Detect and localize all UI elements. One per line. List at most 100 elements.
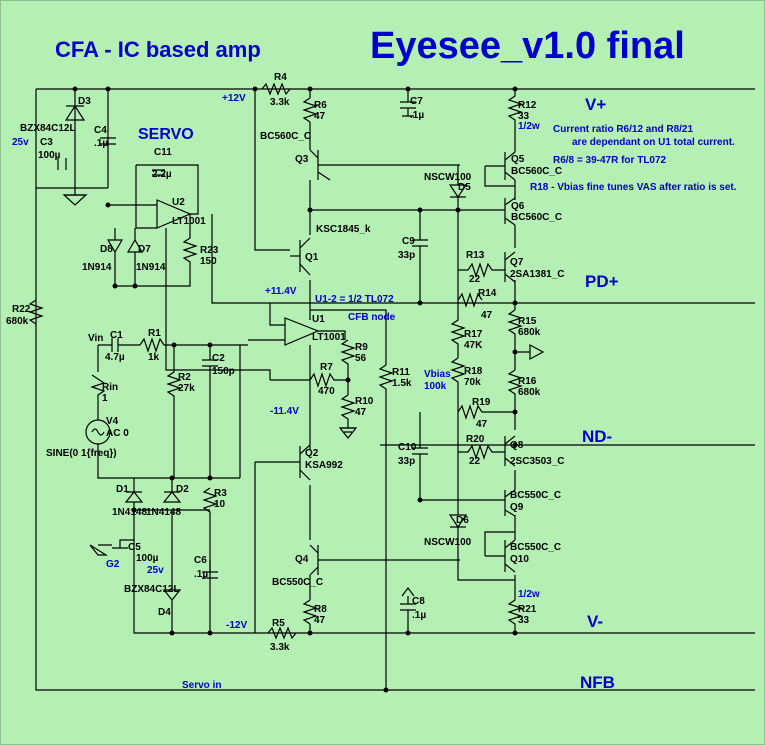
capacitor-c8 bbox=[400, 587, 416, 633]
zener-supply-top bbox=[57, 89, 116, 206]
val-c6: .1µ bbox=[194, 569, 208, 580]
ref-r13: R13 bbox=[466, 250, 485, 261]
val-q2: KSA992 bbox=[305, 460, 343, 471]
val-q5: BC560C_C bbox=[511, 166, 562, 177]
ref-d3: D3 bbox=[78, 96, 91, 107]
resistor-r5 bbox=[267, 626, 297, 640]
val-rin: 1 bbox=[102, 393, 108, 404]
ref-r15: R15 bbox=[518, 316, 537, 327]
ref-q10: Q10 bbox=[510, 554, 529, 565]
ref-d7: D7 bbox=[138, 244, 151, 255]
ref-d8: D8 bbox=[100, 244, 113, 255]
val-c1: 4.7µ bbox=[105, 352, 125, 363]
transistor-q8 bbox=[504, 435, 516, 467]
capacitor-c9 bbox=[412, 210, 428, 303]
ref-q8: Q8 bbox=[510, 440, 524, 451]
transistor-q9 bbox=[420, 489, 516, 517]
label-vin: Vin bbox=[88, 333, 103, 344]
ref-c1: C1 bbox=[110, 330, 123, 341]
ref-r16: R16 bbox=[518, 376, 537, 387]
ref-c11: C11 bbox=[154, 147, 172, 158]
ref-v4: V4 bbox=[106, 416, 119, 427]
port-pdplus: PD+ bbox=[585, 272, 619, 291]
val-q3: BC560C_C bbox=[260, 131, 311, 142]
val-r2: 27k bbox=[178, 383, 195, 394]
transistor-q5 bbox=[484, 151, 516, 187]
note-r21-watt: 1/2w bbox=[518, 589, 540, 600]
ref-d6: D6 bbox=[456, 515, 469, 526]
ref-c8: C8 bbox=[412, 596, 425, 607]
ref-r8: R8 bbox=[314, 604, 327, 615]
transistor-q4 bbox=[309, 544, 460, 576]
ref-r11: R11 bbox=[392, 367, 410, 378]
ref-c2: C2 bbox=[212, 353, 225, 364]
label-plus11v4: +11.4V bbox=[265, 286, 297, 297]
val-c8: .1µ bbox=[412, 610, 426, 621]
ref-r14: R14 bbox=[478, 288, 497, 299]
val-c10: 33p bbox=[398, 456, 415, 467]
port-ndminus: ND- bbox=[582, 427, 612, 446]
val-d2: 1N4148 bbox=[146, 507, 181, 518]
ref-r22: R22 bbox=[12, 304, 31, 315]
ref-r1: R1 bbox=[148, 328, 161, 339]
capacitor-c10 bbox=[412, 412, 428, 500]
ref-c10: C10 bbox=[398, 442, 417, 453]
val-r19: 47 bbox=[476, 419, 488, 430]
opamp-u2 bbox=[106, 164, 271, 380]
note-ratio-1: Current ratio R6/12 and R8/21 bbox=[553, 124, 693, 135]
ref-r19: R19 bbox=[472, 397, 491, 408]
val-r8: 47 bbox=[314, 615, 326, 626]
note-r18: R18 - Vbias fine tunes VAS after ratio i… bbox=[530, 182, 737, 193]
val-r10: 47 bbox=[355, 407, 367, 418]
junction-dots bbox=[72, 86, 518, 693]
val-d7: 1N914 bbox=[136, 262, 166, 273]
label-g2: G2 bbox=[106, 559, 120, 570]
capacitor-c7 bbox=[400, 89, 416, 117]
val-u1: LT1001 bbox=[312, 332, 346, 343]
ref-r23: R23 bbox=[200, 245, 219, 256]
val-d6: NSCW100 bbox=[424, 537, 472, 548]
note-ratio-3: R6/8 = 39-47R for TL072 bbox=[553, 155, 667, 166]
ref-r6: R6 bbox=[314, 100, 327, 111]
label-minus12v: -12V bbox=[226, 620, 247, 631]
val-r23: 150 bbox=[200, 256, 217, 267]
val-c4: .1µ bbox=[94, 138, 108, 149]
ref-q2: Q2 bbox=[305, 448, 319, 459]
val-u2: LT1001 bbox=[172, 216, 206, 227]
val-r13: 22 bbox=[469, 274, 481, 285]
val-r17: 47K bbox=[464, 340, 483, 351]
wire-r4-q1 bbox=[254, 89, 290, 251]
ground-r10 bbox=[338, 427, 358, 439]
val-r11: 1.5k bbox=[392, 378, 412, 389]
val-q6: BC560C_C bbox=[511, 212, 562, 223]
ref-q6: Q6 bbox=[511, 201, 525, 212]
val-c3: 100µ bbox=[38, 150, 61, 161]
transistor-q7 bbox=[504, 251, 516, 283]
val-q10: BC550C_C bbox=[510, 542, 561, 553]
val-d8: 1N914 bbox=[82, 262, 112, 273]
label-sine: SINE(0 1{freq}) bbox=[46, 448, 117, 459]
ref-c9: C9 bbox=[402, 236, 415, 247]
transistor-q3 bbox=[309, 149, 460, 181]
ref-c3: C3 bbox=[40, 137, 53, 148]
ref-r18: R18 bbox=[464, 366, 483, 377]
ref-d5: D5 bbox=[458, 182, 471, 193]
column-right bbox=[507, 89, 545, 633]
val-d4: BZX84C12L bbox=[124, 584, 180, 595]
ref-rin: Rin bbox=[102, 382, 118, 393]
note-cfb-node: CFB node bbox=[348, 312, 396, 323]
val-r5: 3.3k bbox=[270, 642, 290, 653]
resistor-labels: R4 3.3k R6 47 R12 33 R23 150 R13 22 R14 … bbox=[6, 72, 541, 653]
ref-u2: U2 bbox=[172, 197, 185, 208]
val-c9: 33p bbox=[398, 250, 415, 261]
transistor-q10 bbox=[484, 531, 516, 573]
val-r12: 33 bbox=[518, 111, 530, 122]
transistor-q6 bbox=[310, 197, 516, 226]
port-vminus: V- bbox=[587, 612, 603, 631]
val-r22: 680k bbox=[6, 316, 29, 327]
val-q1: KSC1845_k bbox=[316, 224, 371, 235]
label-servo: SERVO bbox=[138, 126, 194, 143]
ref-d2: D2 bbox=[176, 484, 189, 495]
val-q8: 2SC3503_C bbox=[510, 456, 564, 467]
input-network bbox=[85, 337, 255, 634]
